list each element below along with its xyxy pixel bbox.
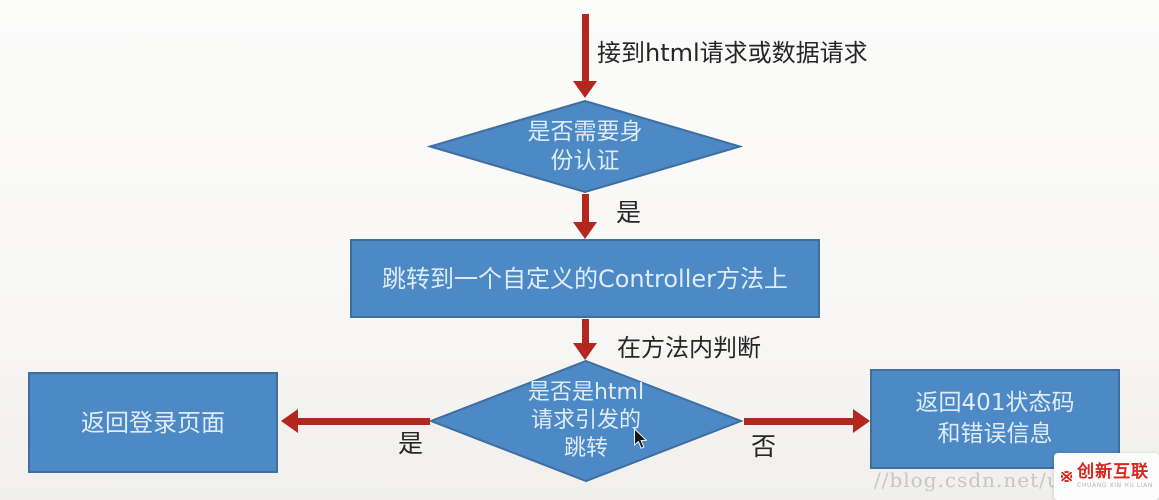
result-node-login: 返回登录页面 <box>28 372 278 473</box>
decision-node-html-request: 是否是html 请求引发的 跳转 <box>428 359 744 483</box>
mouse-cursor-icon <box>634 428 648 449</box>
result-401-line1: 返回401状态码 <box>915 390 1075 416</box>
decision-auth-line2: 份认证 <box>550 147 620 174</box>
result-node-401: 返回401状态码 和错误信息 <box>870 369 1120 469</box>
diamond-shape <box>428 359 744 483</box>
logo-title: 创新互联 <box>1077 462 1150 482</box>
decision-html-line2: 请求引发的 <box>530 408 641 433</box>
arrow-start-down <box>573 14 597 98</box>
logo-subtitle: CHUANG XIN HU LIAN <box>1077 482 1153 489</box>
logo-badge: 创新互联 CHUANG XIN HU LIAN <box>1054 453 1159 500</box>
result-login-label: 返回登录页面 <box>81 408 225 437</box>
arrow-head-icon <box>573 222 597 239</box>
edge-label-yes-1: 是 <box>616 198 642 227</box>
arrow-head-icon <box>853 409 870 433</box>
edge-label-yes-2: 是 <box>398 429 424 458</box>
decision-node-need-auth: 是否需要身 份认证 <box>427 99 743 194</box>
decision-auth-line1: 是否需要身 <box>527 118 643 145</box>
arrow-controller-to-decision <box>573 319 597 360</box>
logo-circle-x-icon <box>1061 470 1073 483</box>
process-controller-label: 跳转到一个自定义的Controller方法上 <box>381 264 789 293</box>
arrow-shaft <box>744 417 853 425</box>
result-401-line2: 和错误信息 <box>937 421 1053 447</box>
start-annotation: 接到html请求或数据请求 <box>597 39 868 67</box>
diamond-shape <box>427 99 743 194</box>
decision-html-line1: 是否是html <box>527 380 645 405</box>
arrow-to-401 <box>744 409 870 433</box>
arrow-to-login-page <box>281 409 430 433</box>
arrow-head-icon <box>573 343 597 360</box>
arrow-head-icon <box>281 409 298 433</box>
edge-label-no: 否 <box>751 432 777 461</box>
watermark-url: //blog.csdn.net/u <box>874 468 1061 492</box>
arrow-shaft <box>298 417 430 425</box>
arrow-auth-to-controller <box>573 194 597 239</box>
arrow-shaft <box>581 14 589 81</box>
decision-html-line3: 跳转 <box>563 436 608 461</box>
arrow-head-icon <box>573 81 597 98</box>
edge-label-judge: 在方法内判断 <box>617 334 761 362</box>
process-node-controller: 跳转到一个自定义的Controller方法上 <box>350 239 820 318</box>
arrow-shaft <box>581 319 589 343</box>
arrow-shaft <box>581 194 589 222</box>
